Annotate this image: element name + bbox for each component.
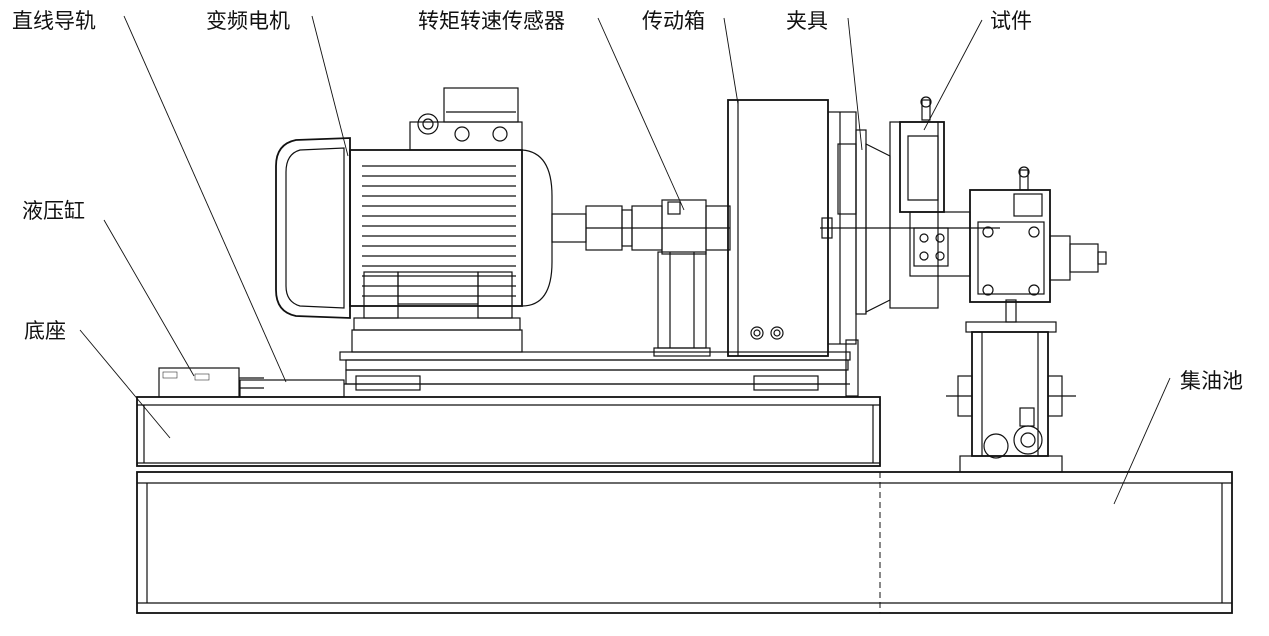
leader-vfd-motor — [311, 15, 349, 157]
label-torque-sensor: 转矩转速传感器 — [418, 9, 565, 33]
leader-specimen — [923, 19, 983, 131]
label-vfd-motor: 变频电机 — [206, 9, 290, 33]
leader-lines — [79, 15, 1171, 505]
label-oil-sump: 集油池 — [1180, 369, 1243, 393]
leader-gearbox — [723, 17, 739, 105]
label-gearbox: 传动箱 — [642, 9, 705, 33]
label-specimen: 试件 — [990, 9, 1032, 33]
vfd-motor — [275, 87, 587, 353]
label-linear-guide: 直线导轨 — [12, 9, 96, 33]
base-block — [136, 396, 881, 467]
oil-sump-frame — [136, 471, 1233, 614]
leader-base — [79, 329, 171, 439]
label-hydraulic-cylinder: 液压缸 — [22, 199, 85, 223]
label-fixture: 夹具 — [786, 9, 828, 33]
leader-linear-guide — [123, 15, 287, 383]
leader-fixture — [847, 17, 863, 151]
leader-oil-sump — [1113, 377, 1171, 505]
leader-torque-sensor — [597, 17, 685, 211]
linear-guide-rail — [339, 339, 859, 397]
specimen — [889, 96, 1107, 473]
torque-speed-sensor — [585, 199, 731, 357]
hydraulic-cylinder — [158, 367, 345, 398]
labels: 直线导轨 变频电机 转矩转速传感器 传动箱 夹具 试件 液压缸 底座 集油池 — [12, 9, 1243, 393]
leader-hydraulic-cylinder — [103, 219, 195, 377]
label-base: 底座 — [24, 319, 66, 343]
motor-fins — [362, 165, 516, 297]
